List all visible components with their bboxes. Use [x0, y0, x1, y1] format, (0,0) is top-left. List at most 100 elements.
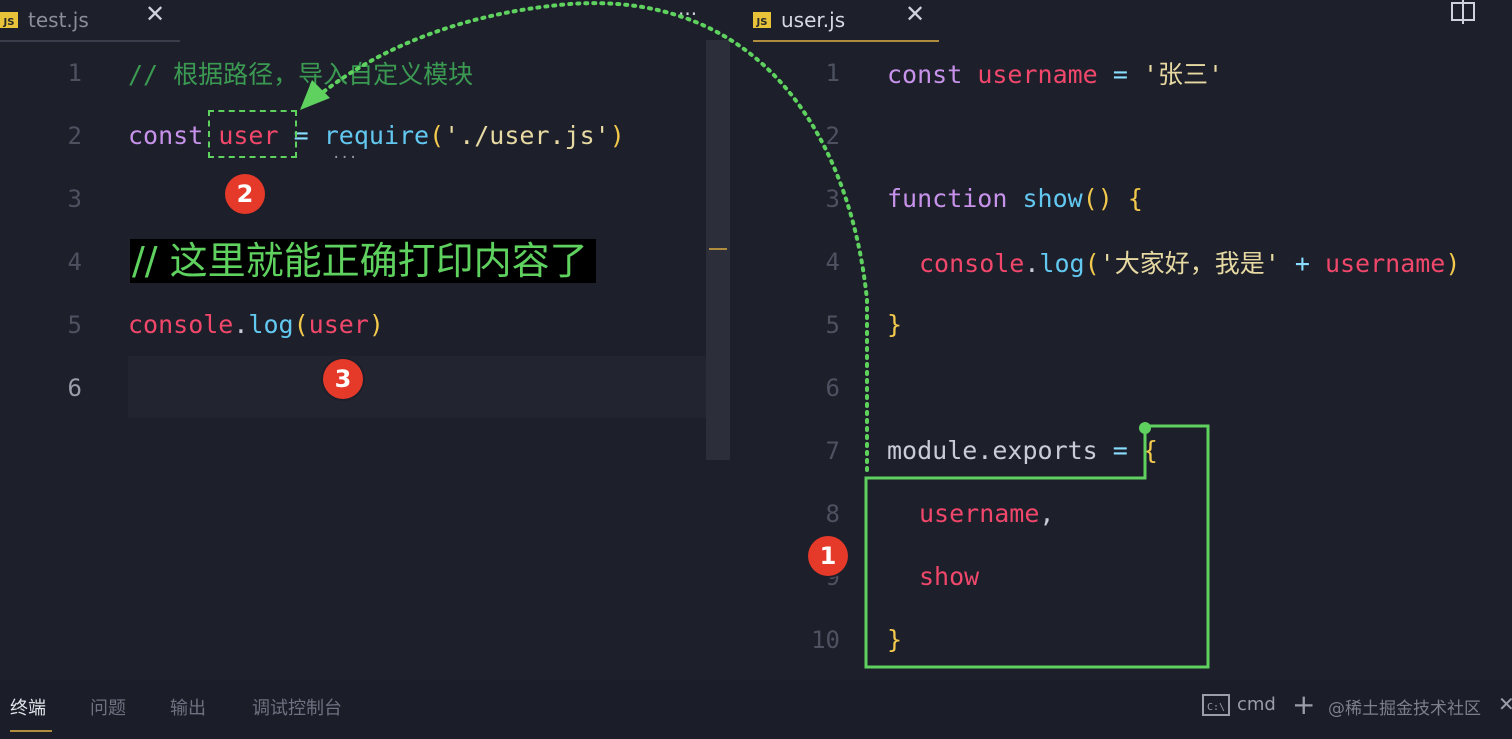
- object-name: console: [919, 248, 1025, 278]
- close-icon[interactable]: ✕: [905, 0, 926, 28]
- code-line[interactable]: 5 console.log(user): [0, 293, 735, 356]
- function-name: log: [1039, 248, 1085, 278]
- code-line[interactable]: 3: [0, 167, 735, 230]
- code-line[interactable]: 4 // 这里就能正确打印内容了: [0, 230, 735, 293]
- code-line[interactable]: 7 module.exports = {: [735, 419, 1512, 482]
- hint-dots: ···: [332, 150, 358, 166]
- operator: =: [1112, 436, 1128, 465]
- code-line[interactable]: 2: [735, 104, 1512, 167]
- operator: =: [1112, 59, 1128, 89]
- line-number: 1: [825, 58, 840, 87]
- tab-user-js[interactable]: JS user.js: [753, 0, 939, 42]
- line-number: 5: [67, 310, 82, 339]
- scroll-marker: [709, 248, 727, 250]
- dotted-arrow: [316, 1, 869, 472]
- line-number: 4: [67, 247, 82, 276]
- keyword: const: [128, 121, 204, 150]
- current-line-highlight: [128, 356, 706, 418]
- paren: ): [1445, 248, 1461, 278]
- tab-problems[interactable]: 问题: [90, 698, 126, 719]
- brace: }: [887, 625, 903, 654]
- comma: ,: [1039, 499, 1055, 528]
- code-line[interactable]: 10 }: [735, 608, 1512, 671]
- property-name: exports: [992, 436, 1098, 465]
- paren: (: [429, 121, 445, 150]
- brace: }: [887, 310, 903, 339]
- dot: .: [977, 436, 993, 465]
- keyword: const: [887, 59, 963, 89]
- step-badge-3: 3: [323, 359, 363, 399]
- function-name: show: [1022, 184, 1083, 213]
- code-line[interactable]: 6: [735, 356, 1512, 419]
- paren: ): [368, 310, 384, 339]
- bottom-panel: 终端 问题 输出 调试控制台 C:\ cmd + @稀土掘金技术社区 ✕: [0, 680, 1512, 739]
- code-line[interactable]: 1 // 根据路径，导入自定义模块: [0, 41, 735, 104]
- code-text: console.log('大家好，我是' + username): [919, 244, 1460, 280]
- dot: .: [233, 310, 249, 339]
- variable-user: user: [308, 310, 369, 339]
- line-number: 8: [825, 499, 840, 528]
- terminal-icon: C:\: [1202, 693, 1230, 721]
- code-text: console.log(user): [128, 310, 384, 339]
- tab-label: test.js: [28, 8, 89, 32]
- code-line[interactable]: 2 const user = require('./user.js'): [0, 104, 735, 167]
- brace: {: [1142, 436, 1158, 465]
- operator: +: [1294, 248, 1310, 278]
- paren: ): [609, 121, 625, 150]
- right-tab-bar: JS user.js ✕: [735, 0, 1512, 42]
- line-number: 7: [825, 436, 840, 465]
- javascript-file-icon: JS: [753, 12, 771, 28]
- string-literal: '张三': [1142, 59, 1224, 89]
- left-tab-bar: JS test.js ✕ ···: [0, 0, 735, 42]
- string-literal: './user.js': [444, 121, 610, 150]
- step-badge-1: 1: [808, 536, 848, 576]
- line-number: 2: [67, 121, 82, 150]
- code-line[interactable]: 5 }: [735, 293, 1512, 356]
- code-text: function show() {: [887, 184, 1143, 213]
- object-name: module: [887, 436, 978, 465]
- variable-name: username: [1324, 248, 1446, 278]
- variable-name: show: [919, 562, 980, 591]
- left-editor-pane[interactable]: JS test.js ✕ ··· 1 // 根据路径，导入自定义模块 2 con…: [0, 0, 735, 680]
- scrollbar[interactable]: [706, 40, 730, 460]
- dot: .: [1024, 248, 1040, 278]
- string-literal: '大家好，我是': [1099, 248, 1280, 278]
- object-name: console: [128, 310, 234, 339]
- code-text: module.exports = {: [887, 436, 1158, 465]
- operator: =: [293, 121, 309, 150]
- code-line[interactable]: 1 const username = '张三': [735, 41, 1512, 104]
- tab-test-js[interactable]: JS test.js: [0, 0, 180, 42]
- variable-name: username: [919, 499, 1040, 528]
- line-number: 2: [825, 121, 840, 150]
- exports-bracket: [864, 424, 1210, 669]
- annotation-note: // 这里就能正确打印内容了: [130, 239, 596, 283]
- function-name: require: [323, 121, 430, 150]
- close-icon[interactable]: ✕: [145, 0, 166, 28]
- brace: {: [1127, 184, 1143, 213]
- line-number: 4: [825, 247, 840, 276]
- bracket-dot: [1139, 422, 1151, 434]
- tab-terminal[interactable]: 终端: [10, 698, 46, 719]
- more-actions-icon[interactable]: ···: [678, 2, 698, 26]
- line-number: 6: [825, 373, 840, 402]
- code-text: const user = require('./user.js'): [128, 121, 625, 150]
- variable-name: username: [977, 59, 1098, 89]
- parens: (): [1082, 184, 1113, 213]
- code-line[interactable]: 6: [0, 356, 735, 419]
- line-number: 1: [67, 58, 82, 87]
- javascript-file-icon: JS: [0, 12, 18, 28]
- paren: (: [293, 310, 309, 339]
- code-line[interactable]: 8 username,: [735, 482, 1512, 545]
- tab-output[interactable]: 输出: [170, 698, 206, 719]
- tab-debug-console[interactable]: 调试控制台: [252, 698, 342, 719]
- line-number: 6: [67, 373, 82, 402]
- step-badge-2: 2: [225, 174, 265, 214]
- split-editor-icon[interactable]: [1450, 0, 1476, 28]
- close-panel-icon[interactable]: ✕: [1498, 692, 1512, 716]
- terminal-name[interactable]: cmd: [1237, 694, 1276, 715]
- right-editor-pane[interactable]: JS user.js ✕ 1 const username = '张三' 2 3…: [735, 0, 1512, 680]
- add-terminal-icon[interactable]: +: [1292, 688, 1316, 721]
- code-text: username,: [919, 499, 1054, 528]
- code-line[interactable]: 3 function show() {: [735, 167, 1512, 230]
- code-line[interactable]: 4 console.log('大家好，我是' + username): [735, 230, 1512, 293]
